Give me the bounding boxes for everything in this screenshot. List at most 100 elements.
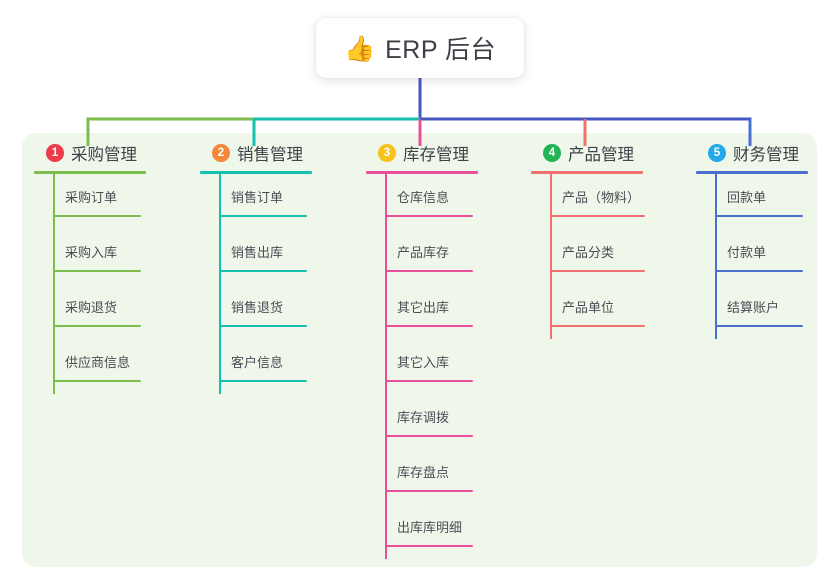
leaf-label: 回款单 [727,190,767,205]
branch-number-badge: 1 [46,144,64,162]
branch-underline [366,171,478,174]
root-title: ERP 后台 [385,36,497,64]
branch-header-1[interactable]: 1 采购管理 [34,140,146,166]
leaf-label: 库存盘点 [397,465,450,480]
branch-title: 产品管理 [568,146,634,164]
leaf-item[interactable]: 产品库存 [366,229,478,284]
branch-column-5: 5 财务管理回款单付款单结算账户 [696,140,808,339]
branch-trunk-line [53,174,55,394]
branch-underline [696,171,808,174]
leaf-underline [53,325,141,327]
leaf-item[interactable]: 产品（物料） [531,174,645,229]
leaf-label: 仓库信息 [397,190,450,205]
leaf-item[interactable]: 其它入库 [366,339,478,394]
leaf-underline [715,325,803,327]
leaf-label: 客户信息 [231,355,284,370]
leaf-underline [385,490,473,492]
leaf-label: 其它入库 [397,355,450,370]
leaf-underline [385,545,473,547]
content-panel [22,133,817,567]
leaf-label: 销售退货 [231,300,284,315]
branch-number-badge: 5 [708,144,726,162]
leaf-item[interactable]: 产品分类 [531,229,645,284]
branch-title: 采购管理 [71,146,137,164]
leaf-item[interactable]: 采购订单 [34,174,146,229]
leaf-item[interactable]: 销售退货 [200,284,312,339]
branch-column-4: 4 产品管理产品（物料） 产品分类产品单位 [531,140,645,339]
branch-trunk-line [715,174,717,339]
leaf-underline [715,215,803,217]
leaf-underline [53,270,141,272]
leaf-item[interactable]: 采购退货 [34,284,146,339]
branch-number-badge: 2 [212,144,230,162]
leaf-underline [550,325,645,327]
root-node-content: 👍 ERP 后台 [344,30,496,66]
leaf-label: 出库库明细 [397,520,463,535]
branch-header-4[interactable]: 4 产品管理 [531,140,643,166]
branch-items: 仓库信息产品库存其它出库其它入库库存调拨库存盘点出库库明细 [366,174,478,559]
thumbs-up-icon: 👍 [343,34,376,63]
leaf-item[interactable]: 库存盘点 [366,449,478,504]
branch-underline [531,171,643,174]
leaf-item[interactable]: 销售出库 [200,229,312,284]
leaf-item[interactable]: 出库库明细 [366,504,478,559]
branch-trunk-line [385,174,387,559]
leaf-label: 其它出库 [397,300,450,315]
leaf-underline [385,270,473,272]
leaf-label: 库存调拨 [397,410,450,425]
leaf-underline [550,270,645,272]
leaf-underline [385,435,473,437]
leaf-item[interactable]: 产品单位 [531,284,645,339]
branch-column-1: 1 采购管理采购订单采购入库采购退货供应商信息 [34,140,146,394]
branch-header-3[interactable]: 3 库存管理 [366,140,478,166]
leaf-label: 销售出库 [231,245,284,260]
leaf-label: 供应商信息 [65,355,131,370]
leaf-underline [219,380,307,382]
leaf-item[interactable]: 销售订单 [200,174,312,229]
leaf-label: 产品库存 [397,245,450,260]
leaf-label: 结算账户 [727,300,780,315]
leaf-item[interactable]: 回款单 [696,174,808,229]
leaf-underline [53,215,141,217]
branch-header-5[interactable]: 5 财务管理 [696,140,808,166]
leaf-item[interactable]: 供应商信息 [34,339,146,394]
leaf-item[interactable]: 客户信息 [200,339,312,394]
root-node[interactable]: 👍 ERP 后台 [316,18,524,78]
branch-underline [200,171,312,174]
branch-items: 回款单付款单结算账户 [696,174,808,339]
leaf-underline [219,270,307,272]
branch-title: 库存管理 [403,146,469,164]
leaf-label: 采购退货 [65,300,118,315]
leaf-item[interactable]: 采购入库 [34,229,146,284]
leaf-underline [219,215,307,217]
leaf-item[interactable]: 付款单 [696,229,808,284]
leaf-label: 产品（物料） [562,190,641,205]
leaf-label: 采购订单 [65,190,118,205]
branch-items: 产品（物料） 产品分类产品单位 [531,174,645,339]
leaf-underline [385,380,473,382]
branch-number-badge: 4 [543,144,561,162]
leaf-underline [385,215,473,217]
branch-underline [34,171,146,174]
leaf-underline [715,270,803,272]
leaf-label: 采购入库 [65,245,118,260]
branch-trunk-line [219,174,221,394]
branch-number-badge: 3 [378,144,396,162]
branch-column-3: 3 库存管理仓库信息产品库存其它出库其它入库库存调拨库存盘点出库库明细 [366,140,478,559]
leaf-label: 产品分类 [562,245,615,260]
branch-items: 采购订单采购入库采购退货供应商信息 [34,174,146,394]
leaf-underline [219,325,307,327]
leaf-label: 产品单位 [562,300,615,315]
leaf-item[interactable]: 其它出库 [366,284,478,339]
leaf-underline [550,215,645,217]
leaf-underline [385,325,473,327]
leaf-underline [53,380,141,382]
leaf-item[interactable]: 仓库信息 [366,174,478,229]
leaf-item[interactable]: 库存调拨 [366,394,478,449]
leaf-item[interactable]: 结算账户 [696,284,808,339]
branch-title: 财务管理 [733,146,799,164]
